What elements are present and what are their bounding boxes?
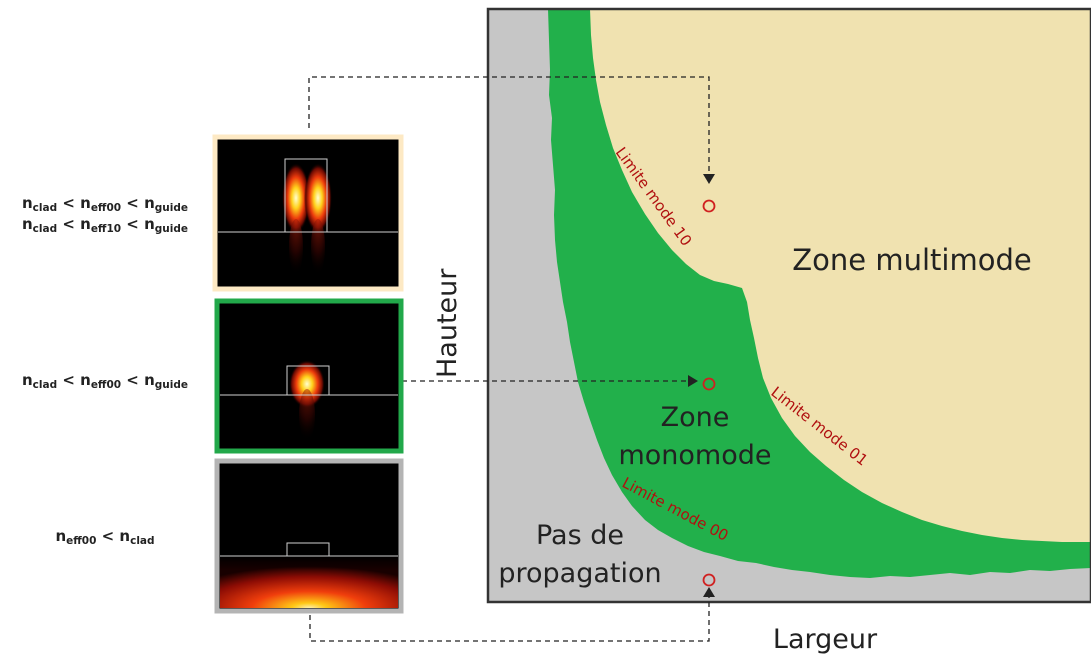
- zone-no-propagation-label-1: Pas de: [536, 520, 624, 551]
- arrowhead-no-propagation: [703, 587, 715, 597]
- marker-multimode: [702, 199, 716, 213]
- map-frame: [486, 7, 1091, 604]
- condition-line: nclad < neff10 < nguide: [21, 215, 188, 235]
- arrowhead-multimode: [703, 174, 715, 184]
- zone-monomode-label-2: monomode: [618, 440, 771, 471]
- x-axis-label: Largeur: [773, 624, 878, 654]
- condition-line: neff00 < nclad: [55, 527, 155, 547]
- mode-map: [488, 9, 1091, 602]
- condition-no-propagation: neff00 < nclad: [0, 526, 210, 547]
- zone-monomode-label-1: Zone: [661, 402, 730, 433]
- mode-profile-multimode: [212, 134, 404, 292]
- mode-profile-monomode: [214, 298, 404, 454]
- marker-no-propagation: [702, 573, 716, 587]
- multimode-zone: [590, 9, 1091, 542]
- y-axis-label: Hauteur: [432, 268, 463, 378]
- condition-monomode: nclad < neff00 < nguide: [0, 370, 210, 391]
- condition-multimode: nclad < neff00 < nguide nclad < neff10 <…: [0, 193, 210, 235]
- connector-multimode: [308, 76, 710, 174]
- connector-arrowheads: [688, 174, 715, 597]
- zone-multimode-label: Zone multimode: [792, 243, 1031, 277]
- zone-no-propagation-label-2: propagation: [498, 558, 661, 589]
- connectors: [308, 76, 710, 642]
- marker-monomode: [702, 377, 716, 391]
- arrowhead-monomode: [688, 375, 698, 387]
- condition-line: nclad < neff00 < nguide: [21, 194, 188, 214]
- mode-profile-no-propagation: [214, 458, 404, 614]
- connector-no-propagation: [309, 597, 710, 642]
- condition-line: nclad < neff00 < nguide: [21, 371, 188, 391]
